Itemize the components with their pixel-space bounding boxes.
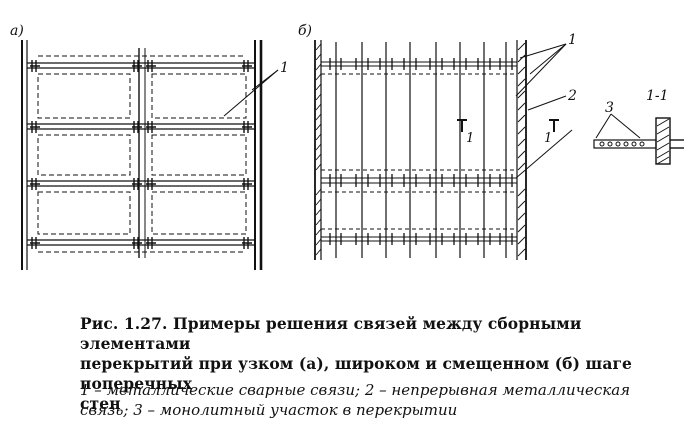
panel-a-label: а) — [10, 23, 24, 39]
legend-line-1: 1 – металлические сварные связи; 2 – неп… — [80, 381, 631, 399]
legend-line-2: связь; 3 – монолитный участок в перекрыт… — [80, 401, 458, 419]
callout-1-b: 1 — [568, 32, 577, 48]
section-mark-right: 1 — [544, 131, 552, 146]
section-1-1-detail — [593, 113, 684, 165]
panel-b-label: б) — [298, 23, 312, 39]
callout-1-a: 1 — [280, 60, 289, 76]
figure-caption: Рис. 1.27. Примеры решения связей между … — [80, 314, 680, 414]
caption-line-1: Рис. 1.27. Примеры решения связей между … — [80, 314, 582, 353]
figure-drawing: а) 1 — [10, 23, 684, 270]
caption-line-2: перекрытий при узком (а), широком и смещ… — [80, 354, 633, 393]
callout-2: 2 — [567, 88, 577, 104]
section-mark-left: 1 — [466, 131, 474, 146]
caption-line-3: стен — [80, 394, 121, 413]
panel-b — [314, 40, 573, 260]
panel-a — [21, 40, 279, 270]
callout-3: 3 — [605, 100, 614, 116]
figure-legend: 1 – металлические сварные связи; 2 – неп… — [80, 380, 680, 420]
section-label: 1-1 — [646, 88, 669, 104]
